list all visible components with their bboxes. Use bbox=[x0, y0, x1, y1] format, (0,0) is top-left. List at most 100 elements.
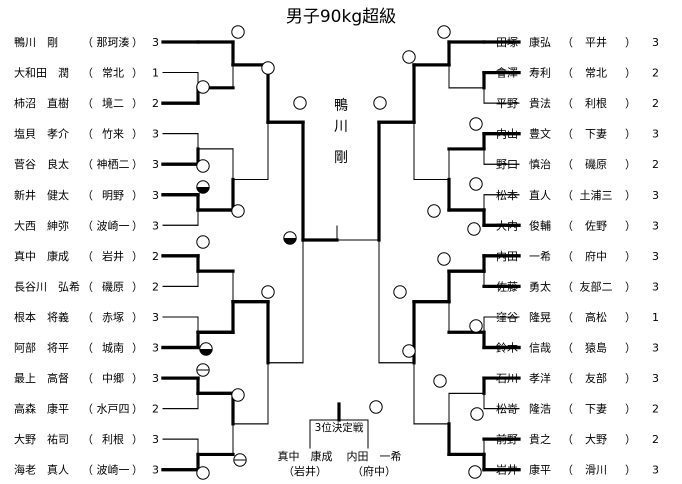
close-paren: ） bbox=[625, 250, 636, 263]
player-name: 根本 将義 bbox=[14, 310, 69, 324]
win-mark-icon bbox=[468, 465, 482, 479]
player-score: 2 bbox=[152, 97, 159, 110]
open-paren: （ bbox=[562, 311, 573, 324]
player-score: 3 bbox=[152, 372, 159, 385]
player-club: 友部二 bbox=[580, 279, 613, 293]
player-score: 2 bbox=[652, 433, 659, 446]
player-row: 内田 一希（府中）3 bbox=[496, 249, 659, 263]
player-row: 鴨川 剛（那珂湊）3 bbox=[14, 35, 159, 49]
decision-mark-icon bbox=[199, 342, 213, 356]
close-paren: ） bbox=[625, 36, 636, 49]
player-row: 前野 貴之（大野）2 bbox=[496, 432, 659, 446]
player-name: 新井 健太 bbox=[14, 188, 69, 202]
player-name: 松嵜 隆浩 bbox=[496, 402, 551, 416]
close-paren: ） bbox=[625, 403, 636, 416]
player-name: 松本 直人 bbox=[496, 188, 551, 202]
right-player-list: 田塚 康弘（平井）3會澤 寿利（常北）2平野 貴法（利根）2内山 豊文（下妻）3… bbox=[496, 35, 659, 477]
player-score: 3 bbox=[152, 189, 159, 202]
result-marks bbox=[196, 25, 484, 480]
win-mark-icon bbox=[427, 204, 441, 218]
player-row: 大内 俊輔（佐野）3 bbox=[496, 218, 659, 232]
close-paren: ） bbox=[132, 342, 143, 355]
champion-name: 鴨川剛 bbox=[334, 98, 348, 166]
player-score: 2 bbox=[152, 250, 159, 263]
player-club: 境二 bbox=[102, 96, 124, 110]
player-name: 真中 康成 bbox=[14, 249, 69, 263]
close-paren: ） bbox=[132, 128, 143, 141]
close-paren: ） bbox=[625, 280, 636, 293]
win-mark-icon bbox=[469, 177, 483, 191]
player-score: 3 bbox=[152, 464, 159, 477]
player-row: 窪谷 隆晃（高松）1 bbox=[496, 310, 659, 324]
player-row: 塩貝 孝介（竹来）3 bbox=[14, 127, 159, 141]
close-paren: ） bbox=[132, 403, 143, 416]
player-name: 最上 高督 bbox=[14, 371, 69, 385]
player-row: 平野 貴法（利根）2 bbox=[496, 96, 659, 110]
win-mark-icon bbox=[373, 96, 387, 110]
player-club: 高松 bbox=[585, 310, 607, 324]
third-place-player-b-club: （府中） bbox=[352, 464, 396, 478]
player-row: 柿沼 直樹（境二）2 bbox=[14, 96, 159, 110]
close-paren: ） bbox=[625, 311, 636, 324]
open-paren: （ bbox=[82, 280, 93, 293]
player-club: 佐野 bbox=[585, 218, 607, 232]
player-row: 最上 高督（中郷）3 bbox=[14, 371, 159, 385]
close-paren: ） bbox=[132, 250, 143, 263]
player-score: 3 bbox=[652, 189, 659, 202]
open-paren: （ bbox=[562, 219, 573, 232]
player-club: 猿島 bbox=[585, 341, 607, 355]
player-club: 下妻 bbox=[585, 128, 607, 141]
close-paren: ） bbox=[625, 189, 636, 202]
player-name: 鴨川 剛 bbox=[14, 35, 58, 49]
player-club: 竹来 bbox=[102, 127, 124, 141]
player-name: 前野 貴之 bbox=[496, 432, 551, 446]
player-row: 會澤 寿利（常北）2 bbox=[496, 66, 659, 80]
close-paren: ） bbox=[625, 67, 636, 80]
player-score: 2 bbox=[152, 280, 159, 293]
player-row: 石川 孝洋（友部）3 bbox=[496, 371, 659, 385]
player-score: 3 bbox=[152, 342, 159, 355]
win-mark-icon bbox=[196, 80, 210, 94]
player-club: 水戸四 bbox=[97, 403, 130, 416]
close-paren: ） bbox=[132, 372, 143, 385]
player-row: 大西 紳弥（波崎一）3 bbox=[14, 218, 159, 232]
close-paren: ） bbox=[625, 219, 636, 232]
player-name: 平野 貴法 bbox=[496, 96, 551, 110]
win-mark-icon bbox=[402, 344, 416, 358]
decision-mark-icon bbox=[196, 363, 210, 377]
player-club: 府中 bbox=[585, 249, 607, 263]
open-paren: （ bbox=[82, 433, 93, 446]
player-club: 磯原 bbox=[102, 280, 124, 293]
player-club: 明野 bbox=[102, 189, 124, 202]
open-paren: （ bbox=[562, 67, 573, 80]
player-score: 3 bbox=[152, 36, 159, 49]
player-name: 大西 紳弥 bbox=[14, 218, 69, 232]
open-paren: （ bbox=[562, 372, 573, 385]
player-score: 3 bbox=[652, 36, 659, 49]
player-row: 大野 祐司（利根）3 bbox=[14, 432, 159, 446]
player-club: 利根 bbox=[585, 96, 607, 110]
player-row: 佐藤 勇太（友部二）3 bbox=[496, 279, 659, 293]
player-name: 石川 孝洋 bbox=[496, 371, 551, 385]
close-paren: ） bbox=[132, 433, 143, 446]
player-row: 阿部 将平（城南）3 bbox=[14, 341, 159, 355]
player-row: 内山 豊文（下妻）3 bbox=[496, 127, 659, 141]
player-name: 長谷川 弘希 bbox=[14, 279, 80, 293]
player-name: 大和田 潤 bbox=[14, 66, 69, 80]
open-paren: （ bbox=[82, 189, 93, 202]
open-paren: （ bbox=[82, 158, 93, 171]
player-club: 波崎一 bbox=[97, 463, 130, 477]
player-name: 内山 豊文 bbox=[496, 127, 551, 141]
player-club: 下妻 bbox=[585, 403, 607, 416]
player-score: 3 bbox=[652, 464, 659, 477]
player-club: 磯原 bbox=[585, 158, 607, 171]
player-name: 鈴木 信哉 bbox=[496, 341, 551, 355]
open-paren: （ bbox=[82, 464, 93, 477]
open-paren: （ bbox=[562, 433, 573, 446]
third-place-player-a-club: （岩井） bbox=[283, 464, 327, 478]
player-name: 佐藤 勇太 bbox=[496, 279, 551, 293]
player-score: 3 bbox=[152, 219, 159, 232]
player-club: 常北 bbox=[102, 67, 124, 80]
open-paren: （ bbox=[82, 403, 93, 416]
